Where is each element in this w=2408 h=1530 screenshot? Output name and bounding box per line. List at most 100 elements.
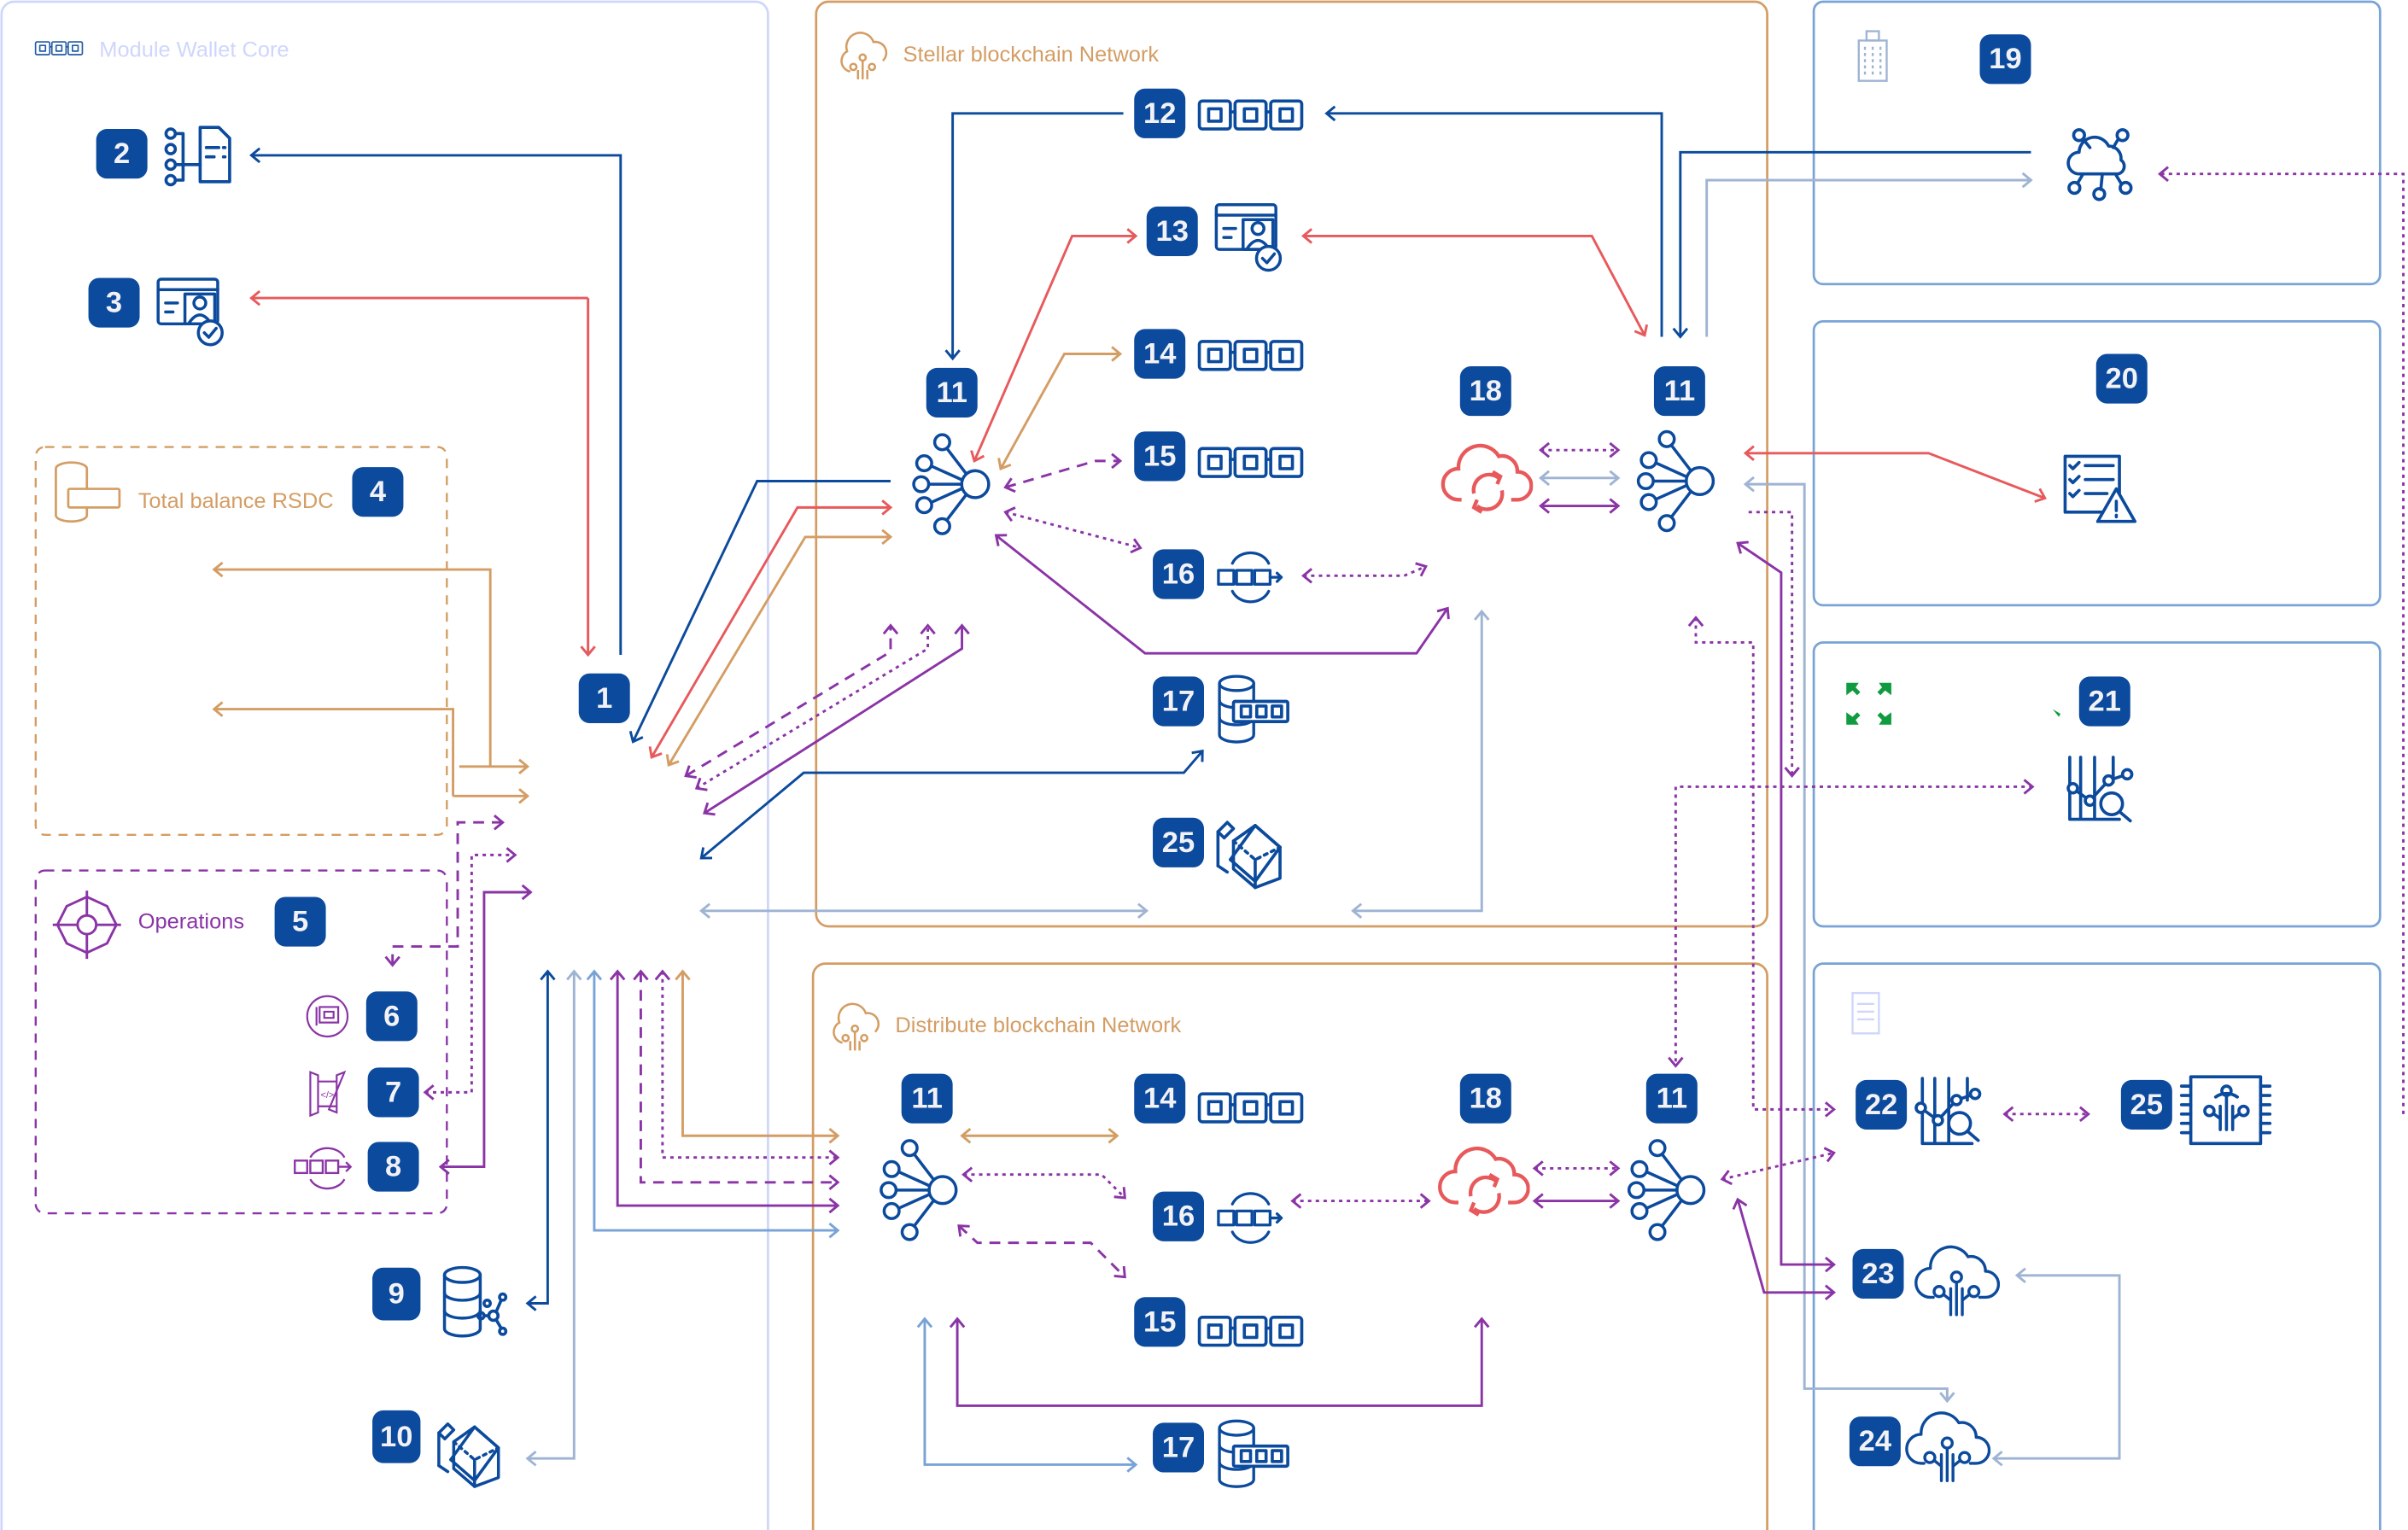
blockchain-chain-icon: [34, 41, 84, 56]
arrowhead: [566, 969, 582, 981]
stellar-node-17[interactable]: 17: [1153, 674, 1289, 744]
node-23[interactable]: 23: [1852, 1245, 2001, 1317]
flow-s11b-to-20: [1743, 445, 2047, 503]
distribute-node-17[interactable]: 17: [1153, 1419, 1289, 1489]
arrowhead: [1824, 1256, 1836, 1273]
flow-1-to-10: [525, 969, 582, 1467]
stellar-node-12[interactable]: 12: [1134, 88, 1304, 138]
arrowhead: [1532, 1193, 1544, 1209]
node-3[interactable]: 3: [88, 277, 224, 347]
badge-11: 11: [1645, 1073, 1698, 1124]
arrowhead: [609, 969, 626, 981]
network-hub-icon: [1627, 1139, 1706, 1241]
arrowhead: [961, 1166, 973, 1183]
network-hub-icon: [880, 1139, 958, 1241]
arrowhead: [1436, 606, 1450, 620]
stellar-node-16[interactable]: 16: [1153, 549, 1283, 604]
network-hub-icon: [1636, 429, 1715, 533]
distribute-node-18[interactable]: 18: [1440, 1073, 1528, 1215]
badge-17: 17: [1153, 1422, 1204, 1473]
distribute-network-group: Distribute blockchain Network: [811, 962, 1768, 1530]
svg-text:16: 16: [1162, 1200, 1195, 1233]
arrowhead: [1634, 324, 1649, 337]
badge-16: 16: [1153, 549, 1204, 599]
arrowhead: [2023, 779, 2035, 795]
svg-text:18: 18: [1470, 1083, 1502, 1115]
svg-text:11: 11: [1657, 1083, 1688, 1115]
external-box-20: 20: [1812, 319, 2382, 607]
package-boxes-icon: [1216, 820, 1282, 890]
arrowhead: [994, 534, 1008, 546]
stellar-node-13[interactable]: 13: [1146, 203, 1283, 272]
node-19-cloud-network[interactable]: [2066, 128, 2133, 201]
stellar-node-11-right[interactable]: 11: [1636, 366, 1715, 533]
arrowhead: [949, 1317, 966, 1329]
connector-line: [1005, 511, 1141, 550]
node-2[interactable]: 2: [96, 126, 231, 187]
node-22[interactable]: 22: [1856, 1077, 1982, 1146]
stellar-network-group: Stellar blockchain Network: [815, 0, 1768, 928]
node-1[interactable]: 1: [578, 673, 630, 723]
flow-s11b-to-19-blue: [1672, 150, 2031, 339]
connector-line: [632, 480, 891, 743]
checklist-warning-icon: [2063, 454, 2137, 523]
arrowhead: [1824, 1101, 1836, 1118]
connector-line: [681, 971, 839, 1137]
arrowhead: [212, 701, 224, 717]
connector-line: [1326, 112, 1663, 337]
node-21-analytics[interactable]: [2066, 756, 2134, 823]
flow-s18-s11b-dot: [1539, 441, 1621, 458]
connector-line: [995, 534, 1449, 655]
svg-text:3: 3: [106, 287, 122, 319]
workflow-document-icon: [164, 126, 231, 187]
distribute-node-16[interactable]: 16: [1153, 1191, 1283, 1244]
node-20-checklist[interactable]: [2063, 454, 2137, 523]
flow-s11-to-s14: [997, 346, 1123, 470]
connector-line: [391, 820, 503, 966]
node-6[interactable]: 6: [306, 991, 418, 1042]
stellar-node-18[interactable]: 18: [1443, 366, 1532, 512]
connector-line: [1303, 565, 1427, 577]
node-25-ai-chip[interactable]: 25: [2120, 1075, 2272, 1146]
arrowhead: [1474, 609, 1490, 621]
distribute-node-15[interactable]: 15: [1134, 1297, 1304, 1347]
arrowhead: [1126, 1457, 1138, 1473]
node-8[interactable]: 8: [294, 1142, 419, 1192]
cloud-ai-icon: [1905, 1411, 1991, 1482]
arrowhead: [2002, 1106, 2014, 1123]
flow-balance-a-to-1: [459, 758, 530, 775]
svg-text:15: 15: [1143, 440, 1176, 472]
distribute-network-title: Distribute blockchain Network: [895, 1013, 1181, 1037]
badge-5: 5: [274, 896, 326, 947]
distribute-node-11-right[interactable]: 11: [1627, 1073, 1706, 1241]
arrowhead: [1539, 470, 1551, 487]
arrowhead: [586, 969, 603, 981]
node-9[interactable]: 9: [372, 1265, 508, 1338]
connector-line: [1679, 150, 2031, 337]
badge-24: 24: [1849, 1416, 1901, 1467]
stellar-node-14[interactable]: 14: [1134, 329, 1304, 379]
arrowhead: [525, 1295, 537, 1311]
stellar-node-25[interactable]: 25: [1153, 817, 1282, 890]
node-24[interactable]: 24: [1849, 1411, 1991, 1482]
stellar-node-11-left[interactable]: 11: [912, 367, 991, 535]
operations-title: Operations: [138, 910, 244, 934]
badge-21: 21: [2078, 676, 2130, 727]
node-10[interactable]: 10: [372, 1410, 500, 1488]
arrowhead: [2014, 1267, 2026, 1284]
svg-text:20: 20: [2106, 363, 2138, 395]
svg-text:19: 19: [1989, 43, 2021, 75]
badge-14: 14: [1134, 1073, 1186, 1124]
document-icon: [1851, 991, 1880, 1035]
stellar-node-15[interactable]: 15: [1134, 431, 1304, 482]
arrowhead: [1609, 470, 1621, 487]
database-chain-icon: [1218, 674, 1289, 744]
distribute-node-14[interactable]: 14: [1134, 1073, 1304, 1124]
badge-10: 10: [372, 1410, 421, 1463]
node-7[interactable]: </> 7: [309, 1067, 419, 1118]
arrowhead: [1532, 1160, 1544, 1177]
analytics-search-icon: [2066, 756, 2134, 823]
distribute-node-11-left[interactable]: 11: [880, 1073, 958, 1241]
flow-25-to-19: [2157, 166, 2405, 1114]
arrowhead: [1113, 1187, 1126, 1200]
